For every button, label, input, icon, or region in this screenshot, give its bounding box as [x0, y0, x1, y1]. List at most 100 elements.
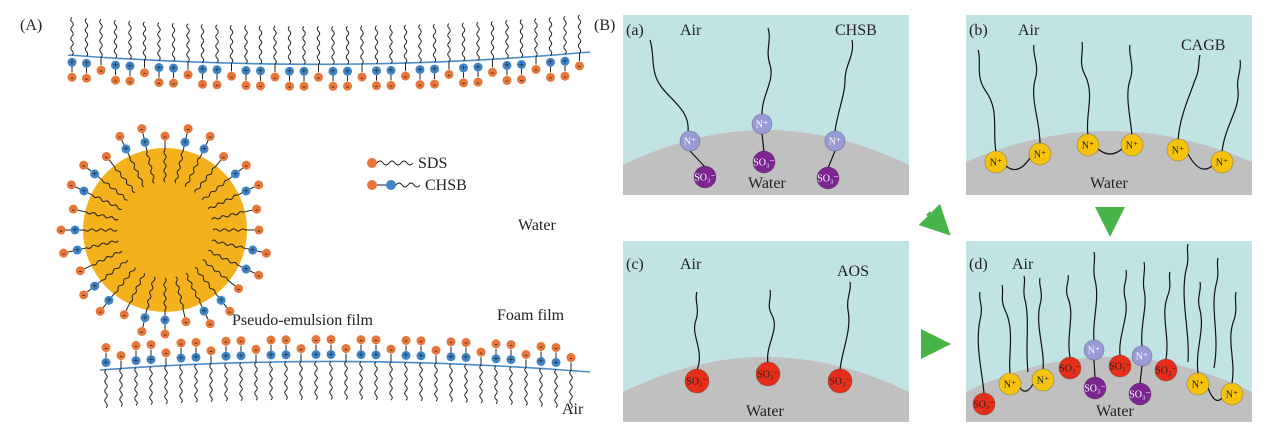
- bottom-cation-head-sign: +: [463, 353, 469, 364]
- droplet-cation-head-sign: +: [142, 138, 148, 149]
- droplet-anion-head: [261, 248, 271, 258]
- droplet-tail: [130, 273, 145, 303]
- bottom-tail: [239, 362, 243, 402]
- legend-chsb-head-anion: [367, 180, 377, 190]
- top-cation-head-sign: +: [156, 63, 162, 74]
- droplet-anion-head-sign: -: [140, 124, 143, 135]
- droplet-cation-head: [241, 264, 251, 274]
- mix-chsb-link: [1139, 365, 1143, 385]
- top-anion-head: [154, 78, 164, 88]
- cagb-ammonium-head-text: N⁺: [1126, 141, 1139, 152]
- bottom-tail: [479, 364, 483, 404]
- bottom-cation-head-sign: +: [448, 352, 454, 363]
- bottom-sds-head: [476, 347, 486, 357]
- droplet-sds-head: [160, 131, 170, 141]
- top-cation-head-sign: +: [287, 66, 293, 77]
- bottom-anion-head-sign: -: [314, 335, 317, 346]
- pseudo-emulsion-film-label: Pseudo-emulsion film: [232, 312, 373, 329]
- droplet-tail: [185, 272, 201, 303]
- droplet-anion-head-sign: -: [82, 160, 85, 171]
- top-anion-head-sign: -: [389, 81, 392, 92]
- bottom-sds-head-sign: -: [569, 353, 572, 364]
- cagb-ammonium-head-text: N⁺: [1172, 146, 1185, 157]
- top-anion-head: [430, 79, 439, 89]
- top-tail: [215, 24, 219, 64]
- cagb-tail: [1177, 54, 1201, 141]
- bottom-sds-head-sign: -: [479, 347, 482, 358]
- bottom-anion-head-sign: -: [194, 338, 197, 349]
- top-tail: [534, 18, 538, 57]
- bottom-sds-head-sign: -: [344, 344, 347, 355]
- droplet-anion-head: [66, 180, 76, 190]
- chsb-ammonium-head: [751, 113, 773, 135]
- droplet-tail: [92, 250, 123, 266]
- droplet-cation-head-sign: +: [233, 169, 239, 180]
- droplet-heads: -+-+--+-+--+-+--+-+--+-+--+-+--+-+--+-+-…: [56, 124, 271, 340]
- bottom-tail: [329, 361, 333, 400]
- top-cation-head: [299, 66, 309, 76]
- droplet-cation-head-sign: +: [106, 296, 112, 307]
- top-sds-head: [575, 61, 584, 71]
- chsb-tail: [834, 39, 854, 132]
- top-tail: [273, 25, 277, 65]
- droplet-sds-head-sign: -: [123, 310, 126, 321]
- mix-extra-tail: [1023, 275, 1029, 373]
- droplet-link: [102, 303, 107, 309]
- subpanel-c-surfactant: AOS: [837, 263, 869, 280]
- top-anion-head-sign: -: [346, 81, 349, 92]
- top-cation-head-sign: +: [243, 66, 249, 77]
- chsb-tail: [649, 39, 689, 132]
- droplet-tail: [175, 276, 184, 309]
- bottom-sds-head: [566, 353, 576, 363]
- chsb-ammonium-head-text: N⁺: [684, 137, 697, 148]
- top-anion-head-sign: -: [70, 73, 73, 84]
- droplet-cation-head-sign: +: [72, 225, 78, 236]
- bottom-tail: [419, 362, 423, 402]
- top-cation-head-sign: +: [113, 60, 119, 71]
- bottom-anion-head: [326, 334, 336, 344]
- cagb-tail: [1033, 44, 1041, 145]
- arrow-a-to-d: [918, 203, 951, 236]
- top-anion-head-sign: -: [418, 80, 421, 91]
- top-film-surface: [67, 51, 591, 66]
- droplet-anion-head: [115, 131, 125, 141]
- droplet-tail: [208, 250, 238, 265]
- top-anion-head: [415, 80, 425, 90]
- droplet-tail: [84, 228, 118, 232]
- top-tail: [476, 21, 480, 61]
- bottom-anion-head-sign: -: [494, 339, 497, 350]
- top-tail: [186, 23, 190, 63]
- subpanel-b-water-label: Water: [1090, 175, 1128, 192]
- bottom-tail: [554, 369, 558, 408]
- droplet-link: [257, 250, 263, 253]
- top-tail: [99, 18, 103, 58]
- top-sds-head-sign: -: [447, 70, 450, 81]
- top-anion-head-sign: -: [157, 78, 160, 89]
- droplet-anion-head: [205, 319, 215, 329]
- bottom-sds-head-sign: -: [119, 351, 122, 362]
- cagb-ammonium-head-text: N⁺: [1034, 150, 1047, 161]
- droplet-cation-head: [90, 281, 100, 291]
- bottom-tail: [194, 363, 198, 403]
- subpanel-a-surfactant: CHSB: [835, 22, 877, 39]
- top-cation-head: [198, 64, 207, 74]
- bottom-sds-head: [521, 349, 531, 359]
- bottom-anion-head-sign: -: [554, 343, 557, 354]
- droplet-cation-head-sign: +: [74, 245, 80, 256]
- top-cation-head-sign: +: [345, 66, 351, 77]
- droplet-cation-head-sign: +: [92, 169, 98, 180]
- cagb-ammonium-head: [1120, 133, 1144, 157]
- top-tail: [577, 14, 582, 54]
- droplet-sds-head: [68, 204, 78, 214]
- chsb-link: [761, 133, 765, 153]
- top-cation-head: [343, 66, 352, 76]
- droplet-cation-head: [216, 295, 226, 305]
- top-tail: [389, 25, 393, 64]
- top-anion-head: [198, 79, 207, 89]
- bottom-tail: [209, 363, 213, 403]
- droplet-anion-head-sign: -: [257, 270, 260, 281]
- bottom-cation-head: [236, 351, 246, 361]
- bottom-anion-head: [491, 339, 501, 349]
- bottom-tail: [254, 361, 258, 401]
- droplet-sds-head: [219, 152, 229, 162]
